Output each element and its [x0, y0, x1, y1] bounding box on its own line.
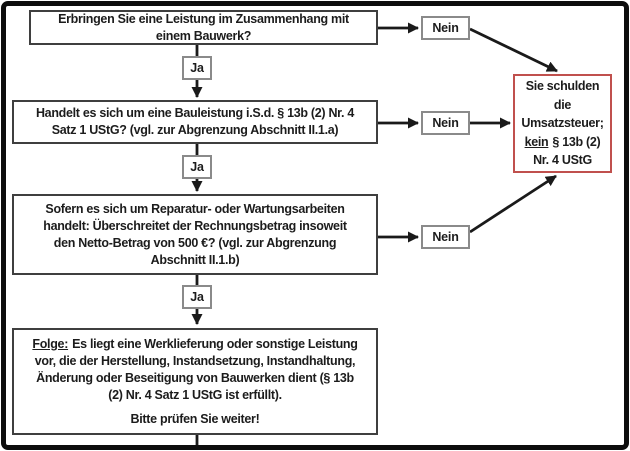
question-2-line: Satz 1 UStG? (vgl. zur Abgrenzung Abschn…	[51, 123, 339, 137]
yes-badge-1: Ja	[182, 56, 212, 80]
result-line-2: die	[553, 97, 572, 112]
yes-label: Ja	[190, 160, 204, 174]
question-3-line: Sofern es sich um Reparatur- oder Wartun…	[45, 201, 345, 216]
final-label: Folge:	[32, 336, 69, 351]
no-label: Nein	[432, 230, 459, 244]
result-line-3: Umsatzsteuer;	[521, 116, 604, 131]
yes-badge-2: Ja	[182, 155, 212, 179]
question-3-line: den Netto-Betrag von 500 €? (vgl. zur Ab…	[53, 235, 337, 250]
no-label: Nein	[432, 21, 459, 35]
no-badge-3: Nein	[421, 225, 470, 249]
result-line-4-text: § 13b (2)	[552, 134, 601, 149]
final-result-box: Folge:Es liegt eine Werklieferung oder s…	[12, 328, 378, 435]
question-1-line: einem Bauwerk?	[155, 28, 252, 43]
no-badge-1: Nein	[421, 16, 470, 40]
no-badge-2: Nein	[421, 111, 470, 135]
question-1-line: Erbringen Sie eine Leistung im Zusammenh…	[58, 11, 349, 26]
result-emphasis: kein	[524, 134, 549, 149]
result-line-5: Nr. 4 UStG	[533, 153, 592, 168]
question-3-line: Abschnitt II.1.b)	[150, 252, 240, 267]
yes-label: Ja	[190, 290, 204, 304]
final-line-1: Folge:Es liegt eine Werklieferung oder s…	[32, 336, 358, 353]
result-line-4: kein§ 13b (2)	[525, 133, 601, 152]
question-box-2: Handelt es sich um eine Bauleistung i.S.…	[12, 100, 378, 144]
yes-badge-3: Ja	[182, 285, 212, 309]
final-cta: Bitte prüfen Sie weiter!	[130, 411, 260, 426]
result-box: Sie schulden die Umsatzsteuer; kein§ 13b…	[513, 74, 612, 173]
question-box-3: Sofern es sich um Reparatur- oder Wartun…	[12, 194, 378, 275]
question-box-1: Erbringen Sie eine Leistung im Zusammenh…	[29, 10, 378, 45]
yes-label: Ja	[190, 61, 204, 75]
question-2-line: Handelt es sich um eine Bauleistung i.S.…	[35, 106, 355, 120]
no-label: Nein	[432, 116, 459, 130]
final-line-3: Änderung oder Beseitigung von Bauwerken …	[36, 370, 354, 385]
final-line-4: (2) Nr. 4 Satz 1 UStG ist erfüllt).	[108, 387, 282, 402]
final-line-1-text: Es liegt eine Werklieferung oder sonstig…	[72, 336, 358, 351]
final-line-2: vor, die der Herstellung, Instandsetzung…	[34, 353, 356, 368]
question-3-line: handelt: Überschreitet der Rechnungsbetr…	[43, 218, 347, 233]
result-line-1: Sie schulden	[525, 79, 600, 94]
